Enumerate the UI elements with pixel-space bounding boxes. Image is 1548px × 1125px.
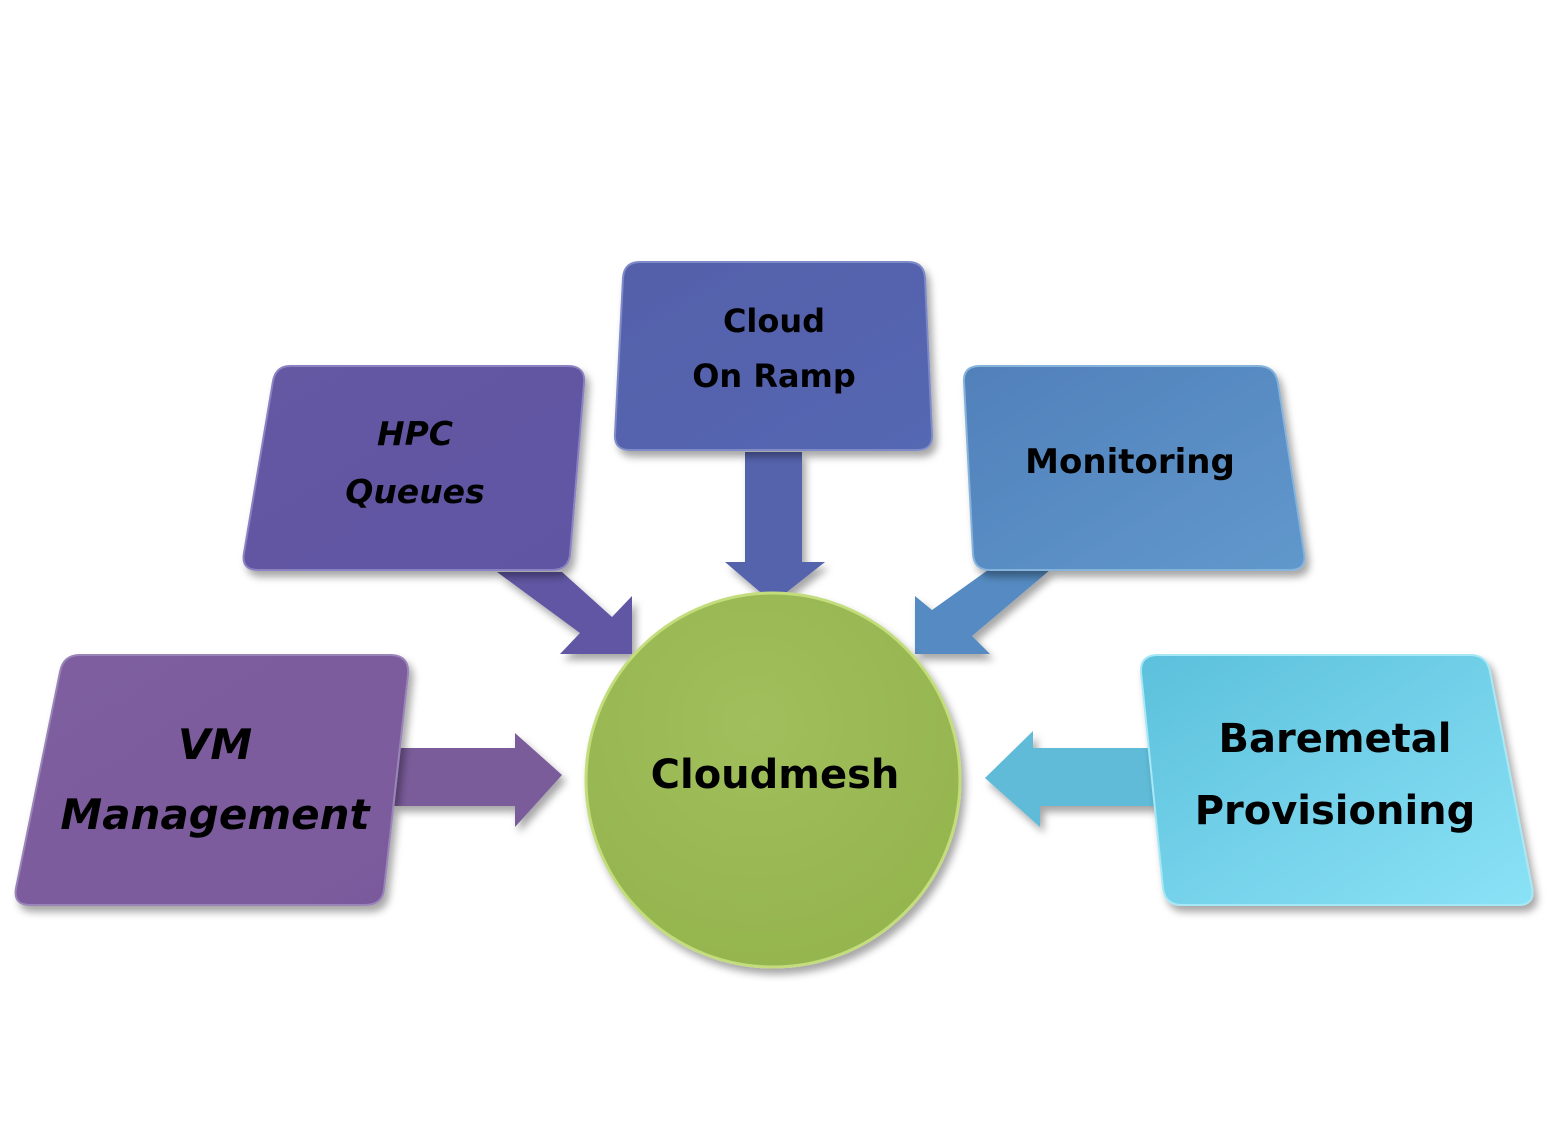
cloudmesh-label: Cloudmesh (590, 740, 960, 810)
arrow-hpc-to-center (497, 572, 632, 654)
cloud-on-ramp-label: Cloud On Ramp (624, 292, 924, 406)
arrow-cloud-to-center (725, 452, 825, 603)
cloudmesh-center-circle (584, 591, 962, 969)
vm-management-box (14, 654, 410, 906)
cloud-on-ramp-box (613, 261, 934, 451)
hpc-queues-label: HPC Queues (260, 398, 570, 528)
vm-line2: Management (60, 790, 370, 839)
hpc-line2: Queues (345, 472, 485, 511)
mon-line1: Monitoring (1025, 442, 1235, 482)
bare-line1: Baremetal (1218, 716, 1452, 762)
baremetal-provisioning-label: Baremetal Provisioning (1160, 700, 1510, 850)
vm-line1: VM (177, 720, 253, 769)
hpc-queues-box (242, 365, 586, 571)
bare-line2: Provisioning (1194, 788, 1476, 834)
cloud-line1: Cloud (722, 302, 826, 340)
monitoring-box (962, 365, 1306, 571)
baremetal-provisioning-box (1139, 654, 1534, 906)
monitoring-label: Monitoring (980, 430, 1280, 494)
hpc-line1: HPC (376, 414, 454, 453)
vm-management-label: VM Management (30, 700, 400, 860)
arrow-vm-to-center (393, 733, 562, 827)
arrow-baremetal-to-center (985, 731, 1160, 827)
cloud-line2: On Ramp (692, 357, 856, 395)
center-text: Cloudmesh (650, 752, 900, 798)
arrow-monitoring-to-center (915, 570, 1050, 654)
